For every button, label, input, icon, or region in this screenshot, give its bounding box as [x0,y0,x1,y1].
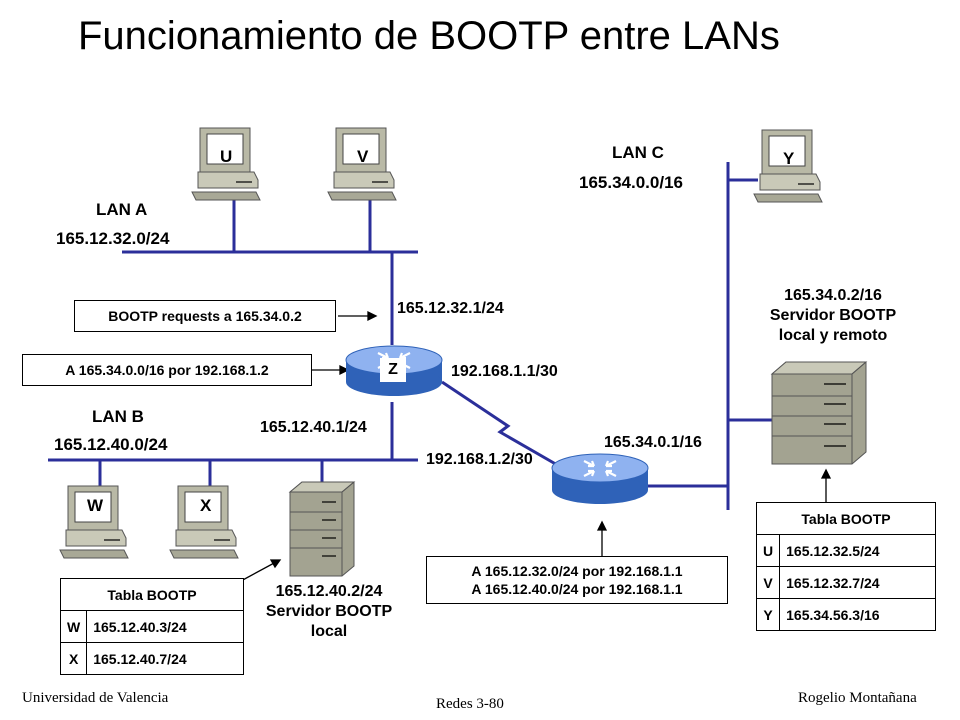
lan-b-net: 165.12.40.0/24 [54,435,168,454]
callout-route-r2: A 165.12.32.0/24 por 192.168.1.1 A 165.1… [426,556,728,604]
table-cell-ip: 165.12.40.7/24 [86,642,244,675]
table-cell-host: X [59,642,88,675]
lan-b-name: LAN B [92,407,144,426]
table-row: U 165.12.32.5/24 [755,534,936,567]
bootp-table-local: Tabla BOOTP W 165.12.40.3/24 X 165.12.40… [59,578,244,675]
server-remote-scope: local y remoto [778,327,888,344]
table-row: V 165.12.32.7/24 [755,566,936,599]
router-2 [550,452,650,506]
footer-center: Redes 3-80 [436,696,504,712]
host-label-w: W [87,496,104,515]
callout-route-z: A 165.34.0.0/16 por 192.168.1.2 [22,354,312,386]
table-cell-host: W [59,610,88,643]
addr-z-wan: 192.168.1.1/30 [451,363,558,380]
addr-r2-lan-c: 165.34.0.1/16 [604,434,702,451]
lan-a-net: 165.12.32.0/24 [56,229,170,248]
table-cell-host: U [755,534,781,567]
server-local-ip: 165.12.40.2/24 [275,583,383,600]
table-row: X 165.12.40.7/24 [59,642,244,675]
server-local [288,481,356,577]
server-remote [770,361,868,465]
callout-bootp-requests: BOOTP requests a 165.34.0.2 [74,300,336,332]
host-label-y: Y [783,149,795,168]
lan-c-name: LAN C [612,143,664,162]
table-cell-ip: 165.12.40.3/24 [86,610,244,643]
callout-route-r2-line2: A 165.12.40.0/24 por 192.168.1.1 [471,581,683,597]
host-label-v: V [357,147,369,166]
server-remote-role: Servidor BOOTP [769,307,897,324]
table-cell-host: Y [755,598,781,631]
table-cell-ip: 165.34.56.3/16 [779,598,936,631]
server-local-role: Servidor BOOTP [265,603,393,620]
table-row: W 165.12.40.3/24 [59,610,244,643]
addr-z-lan-b: 165.12.40.1/24 [260,419,367,436]
page-title: Funcionamiento de BOOTP entre LANs [78,14,780,58]
table-cell-ip: 165.12.32.5/24 [779,534,936,567]
host-label-x: X [200,496,212,515]
table-row: Y 165.34.56.3/16 [755,598,936,631]
server-local-label: 165.12.40.2/24 Servidor BOOTP local [244,582,414,642]
server-remote-label: 165.34.0.2/16 Servidor BOOTP local y rem… [748,286,918,346]
host-label-u: U [220,147,233,166]
lan-links [48,162,772,510]
callout-route-r2-line1: A 165.12.32.0/24 por 192.168.1.1 [471,563,683,579]
server-local-scope: local [310,623,348,640]
addr-r2-wan: 192.168.1.2/30 [426,451,533,468]
router-z-label: Z [380,358,406,382]
footer-left: Universidad de Valencia [22,690,169,706]
wan-link [441,380,567,472]
bootp-table-remote: Tabla BOOTP U 165.12.32.5/24 V 165.12.32… [755,502,936,631]
lan-c-net: 165.34.0.0/16 [579,173,683,192]
footer-right: Rogelio Montañana [798,690,917,706]
table-cell-ip: 165.12.32.7/24 [779,566,936,599]
table-header: Tabla BOOTP [756,502,936,535]
table-header: Tabla BOOTP [60,578,244,611]
addr-z-lan-a: 165.12.32.1/24 [397,300,504,317]
lan-a-name: LAN A [96,200,148,219]
server-remote-ip: 165.34.0.2/16 [784,287,882,304]
table-cell-host: V [755,566,781,599]
